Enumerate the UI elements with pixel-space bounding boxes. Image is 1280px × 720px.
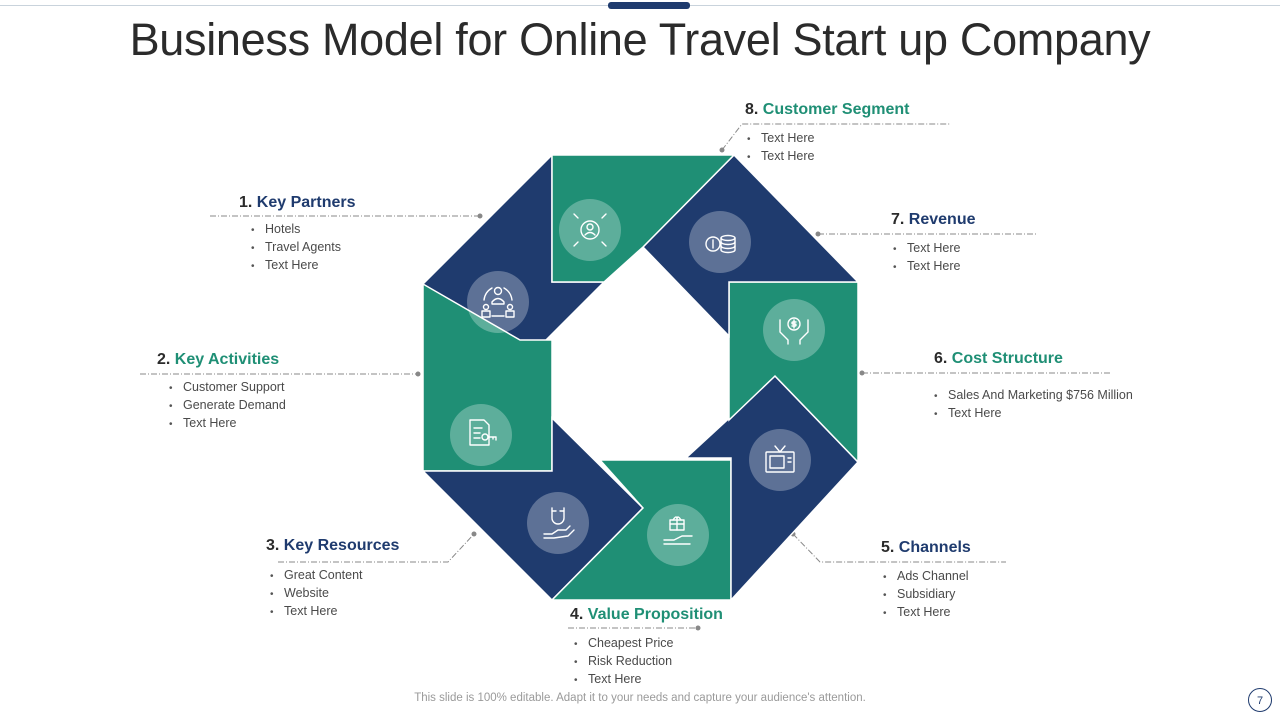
list-item: Risk Reduction: [574, 653, 673, 671]
segment-key-resources: [421, 416, 645, 602]
document-key-icon: [469, 419, 497, 446]
list-item: Great Content: [270, 567, 363, 585]
list-item: Hotels: [251, 221, 341, 239]
hand-magnet-icon: [543, 507, 575, 539]
section-label-4: 4. Value Proposition: [570, 606, 723, 623]
list-item: Text Here: [883, 604, 969, 622]
section-items-1: Hotels Travel Agents Text Here: [251, 221, 341, 275]
connector-line-5: [792, 533, 1006, 563]
page-title: Business Model for Online Travel Start u…: [129, 14, 1151, 65]
page-number: 7: [1248, 688, 1272, 712]
section-label-6: 6. Cost Structure: [934, 350, 1063, 367]
segment-customer-segment: [551, 154, 736, 283]
connector-line-3: [278, 533, 475, 563]
hand-gift-icon: [663, 516, 693, 545]
coins-icon: [705, 234, 736, 254]
list-item: Sales And Marketing $756 Million: [934, 387, 1133, 405]
list-item: Cheapest Price: [574, 635, 673, 653]
list-item: Text Here: [747, 130, 815, 148]
section-items-3: Great Content Website Text Here: [270, 567, 363, 621]
section-items-6: Sales And Marketing $756 Million Text He…: [934, 387, 1133, 423]
list-item: Text Here: [251, 257, 341, 275]
section-label-3: 3. Key Resources: [266, 537, 400, 554]
list-item: Text Here: [747, 148, 815, 166]
list-item: Travel Agents: [251, 239, 341, 257]
section-items-8: Text Here Text Here: [747, 130, 815, 166]
segment-key-activities: [422, 282, 553, 472]
section-label-2: 2. Key Activities: [157, 351, 280, 368]
section-label-1: 1. Key Partners: [239, 194, 356, 211]
people-cycle-icon: [481, 286, 515, 318]
top-accent-tab: [608, 2, 690, 9]
list-item: Text Here: [893, 258, 961, 276]
list-item: Text Here: [270, 603, 363, 621]
list-item: Website: [270, 585, 363, 603]
segment-revenue: [641, 153, 860, 338]
section-items-5: Ads Channel Subsidiary Text Here: [883, 568, 969, 622]
list-item: Generate Demand: [169, 397, 286, 415]
list-item: Text Here: [574, 671, 673, 689]
section-label-8: 8. Customer Segment: [745, 101, 910, 118]
list-item: Text Here: [934, 405, 1133, 423]
target-person-icon: [573, 213, 607, 247]
list-item: Subsidiary: [883, 586, 969, 604]
section-label-7: 7. Revenue: [891, 211, 976, 228]
hands-dollar-icon: [779, 317, 809, 345]
list-item: Ads Channel: [883, 568, 969, 586]
segment-cost-structure: [728, 281, 859, 464]
section-label-5: 5. Channels: [881, 539, 971, 556]
section-items-4: Cheapest Price Risk Reduction Text Here: [574, 635, 673, 689]
list-item: Text Here: [169, 415, 286, 433]
section-items-7: Text Here Text Here: [893, 240, 961, 276]
footer-note: This slide is 100% editable. Adapt it to…: [414, 692, 866, 704]
tv-icon: [765, 445, 795, 473]
section-items-2: Customer Support Generate Demand Text He…: [169, 379, 286, 433]
segment-value-proposition: [550, 459, 732, 601]
list-item: Customer Support: [169, 379, 286, 397]
list-item: Text Here: [893, 240, 961, 258]
